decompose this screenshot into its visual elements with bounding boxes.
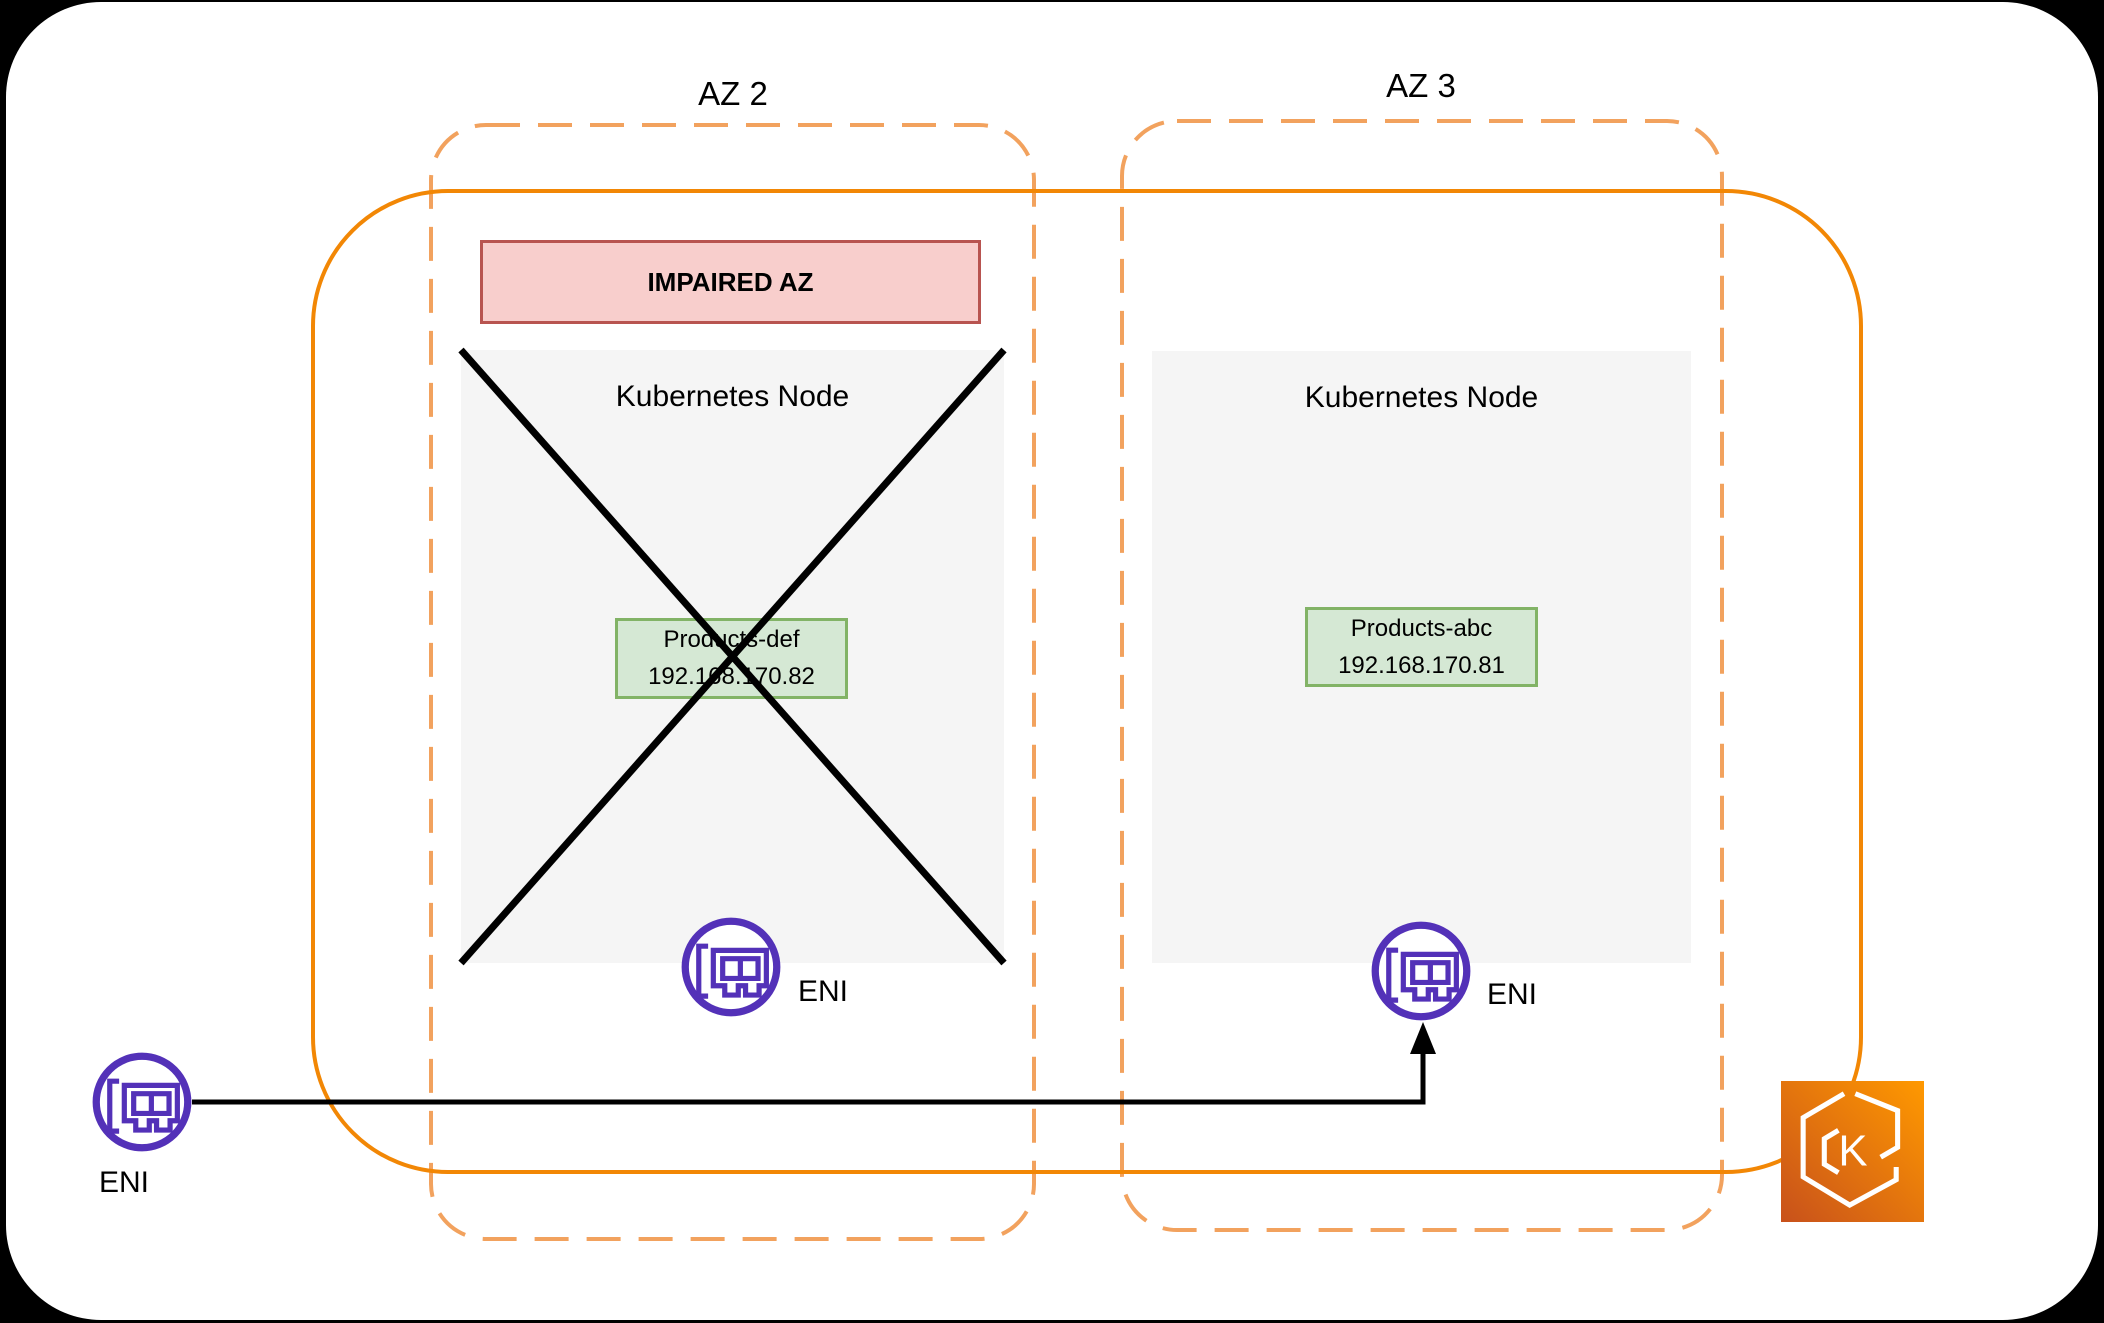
az2-label: AZ 2 <box>698 75 768 112</box>
eni-attach-arrow <box>192 1022 1436 1105</box>
eni-icon-external <box>90 1050 194 1154</box>
failure-x-mark <box>458 347 1007 966</box>
pod-ip: 192.168.170.81 <box>1338 651 1505 679</box>
pod-name: Products-def <box>663 626 800 653</box>
kubernetes-node-title-az2: Kubernetes Node <box>615 380 850 413</box>
az3-label: AZ 3 <box>1386 67 1456 104</box>
pod-ip: 192.168.170.82 <box>648 663 815 690</box>
kubernetes-node-title-az3: Kubernetes Node <box>1304 381 1539 414</box>
eni-label-az3: ENI <box>1486 978 1537 1011</box>
az2-boundary <box>429 123 1036 1241</box>
eni-icon-az2 <box>679 915 783 1019</box>
eks-kubernetes-icon: K <box>1781 1081 1924 1222</box>
pod-box-products-abc: Products-abc 192.168.170.81 <box>1305 607 1538 687</box>
vpc-boundary <box>311 189 1863 1174</box>
impaired-az-banner-label: IMPAIRED AZ <box>647 266 814 297</box>
az3-boundary <box>1120 119 1724 1232</box>
pod-name: Products-abc <box>1350 614 1493 642</box>
eks-letter: K <box>1838 1127 1867 1176</box>
eni-label-az2: ENI <box>797 975 848 1008</box>
impaired-az-banner: IMPAIRED AZ <box>480 240 981 324</box>
eni-icon-az3 <box>1369 919 1473 1023</box>
eni-label-external: ENI <box>98 1166 149 1199</box>
pod-box-products-def: Products-def 192.168.170.82 <box>615 618 848 699</box>
